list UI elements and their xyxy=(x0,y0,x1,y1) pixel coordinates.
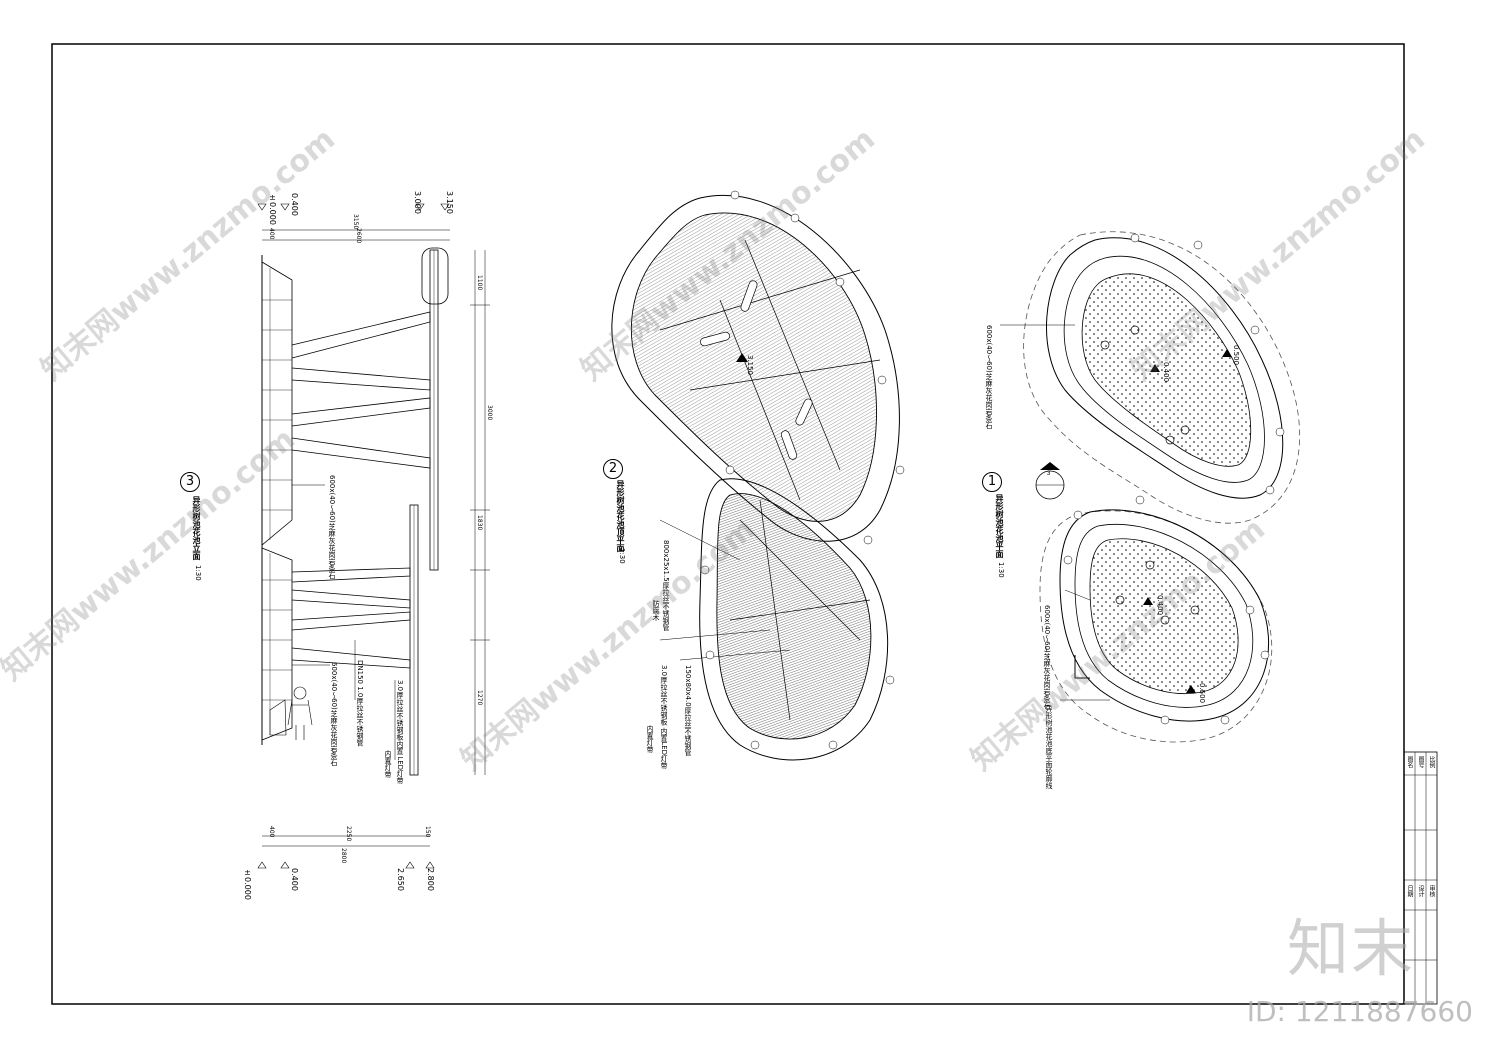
title-block-row-0: 图名 xyxy=(1406,756,1413,768)
elev-top-2: 3.000 xyxy=(413,191,422,214)
elev-bottom-1: 0.400 xyxy=(290,868,299,891)
plan-elev-0: 0.400 xyxy=(1162,362,1170,383)
plan-drawing-title: 异形树池花池平面 xyxy=(995,494,1004,558)
canopy-note-2: 150x80x4.0厚拉丝不锈钢管 xyxy=(684,665,692,756)
title-block-row-3: 日期 xyxy=(1406,885,1413,897)
elevation-note-2: DN150 1.0厚拉丝不锈钢管 xyxy=(356,660,364,747)
elevation-note-3: 3.0厚拉丝不锈钢板内置 LED灯带 xyxy=(396,680,404,785)
dim-side-3: 3000 xyxy=(486,405,493,421)
elev-bottom-0: ±0.000 xyxy=(243,868,252,900)
dim-bottom-1: 400 xyxy=(268,826,275,838)
elevation-note-4: 内置灯带 xyxy=(384,750,392,778)
plan-elev-1: 0.500 xyxy=(1232,345,1240,366)
dim-bottom-3: 150 xyxy=(424,826,431,838)
rim-callouts xyxy=(700,190,1285,750)
elev-bottom-2: 2.650 xyxy=(396,868,405,891)
plan-note-1: 600x(40～60)芝麻灰花岗岩条石 xyxy=(1043,605,1051,709)
canopy-scale: 1:30 xyxy=(618,548,626,564)
plan-scale: 1:30 xyxy=(997,562,1005,578)
canopy-elev-mark: 3.150 xyxy=(746,355,754,376)
canopy-drawing-number: 2 xyxy=(603,459,623,479)
canopy-note-1: 防腐木 xyxy=(652,600,660,621)
plan-drawing-number: 1 xyxy=(982,472,1002,492)
plan-section-mark: 3 xyxy=(1047,471,1051,477)
dim-bottom-2: 2250 xyxy=(345,826,352,842)
dim-side-2: 1270 xyxy=(476,690,483,706)
plan-note-0: 600x(40～60)芝麻灰花岗岩条石 xyxy=(985,325,993,429)
elevation-note-0: 600x(40～60)芝麻灰花岗岩条石 xyxy=(328,475,336,579)
elev-top-0: ±0.000 xyxy=(268,193,277,225)
canopy-note-0: 800x25x1.5厚拉丝不锈钢管 xyxy=(662,540,670,631)
canopy-plan-drawing xyxy=(611,195,900,761)
elevation-drawing xyxy=(257,203,490,869)
canopy-drawing-title: 异形树池花池顶平面 xyxy=(616,480,625,552)
plan-elev-3: 0.500 xyxy=(1198,683,1206,704)
elevation-drawing-number: 3 xyxy=(180,472,200,492)
dim-top-2: 2600 xyxy=(355,228,362,244)
plan-note-2: 异形树池花池底平面轮廓线 xyxy=(1045,705,1053,789)
dim-top-0: 3150 xyxy=(352,214,359,230)
dim-bottom-0: 2800 xyxy=(340,848,347,864)
elevation-scale: 1:30 xyxy=(194,565,202,581)
elev-top-3: 3.150 xyxy=(445,191,454,214)
title-block-row-2: 比例 xyxy=(1428,756,1435,768)
brand-logo: 知末 xyxy=(1286,912,1415,985)
sheet-border xyxy=(51,43,1405,1005)
elevation-drawing-title: 异形树池花池立面 xyxy=(192,496,201,560)
elev-top-1: 0.400 xyxy=(290,193,299,216)
canopy-note-3: 3.0厚拉丝不锈钢板 内置LED灯带 xyxy=(660,665,668,770)
title-block-row-1: 图号 xyxy=(1417,756,1424,768)
dim-top-1: 400 xyxy=(268,228,275,240)
plan-elev-2: 0.400 xyxy=(1156,595,1164,616)
canopy-note-4: 内置灯带 xyxy=(646,725,654,753)
dim-side-0: 1830 xyxy=(476,515,483,531)
title-block-row-5: 审核 xyxy=(1428,885,1435,897)
elev-bottom-3: 2.800 xyxy=(426,868,435,891)
dim-side-1: 1100 xyxy=(476,275,483,291)
title-block xyxy=(1403,751,1438,1005)
elevation-note-1: 600x(40～60)芝麻灰花岗岩条石 xyxy=(330,662,338,766)
image-id: ID: 1211887660 xyxy=(1246,995,1473,1028)
planter-plan-drawing xyxy=(1000,231,1300,743)
title-block-row-4: 设计 xyxy=(1417,885,1424,897)
